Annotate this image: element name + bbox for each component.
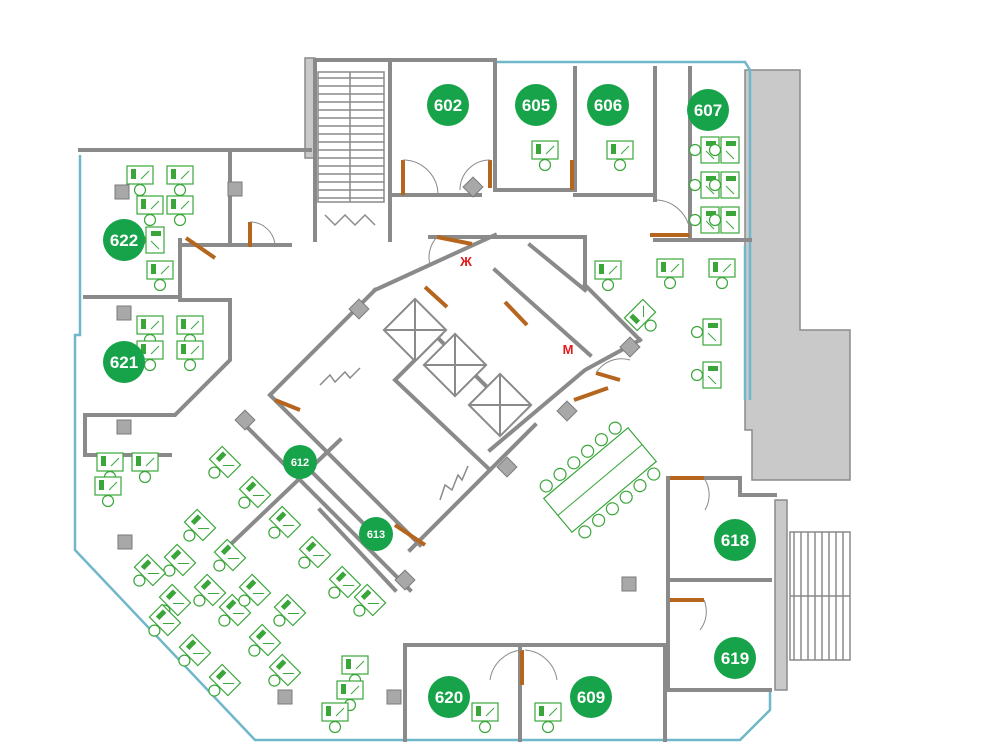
- workstation: [148, 603, 182, 637]
- workstation: [163, 543, 197, 577]
- furniture-layer: [94, 136, 740, 734]
- workstation: [298, 535, 332, 569]
- workstation: [136, 195, 164, 227]
- workstation: [656, 258, 684, 290]
- room-badge-606[interactable]: 606: [587, 84, 629, 126]
- workstation: [208, 445, 242, 479]
- room-label-621: 621: [110, 353, 138, 372]
- room-badge-622[interactable]: 622: [103, 219, 145, 261]
- room-badge-605[interactable]: 605: [515, 84, 557, 126]
- workstation: [353, 583, 387, 617]
- room-badge-602[interactable]: 602: [427, 84, 469, 126]
- room-badge-612[interactable]: 612: [283, 445, 317, 479]
- workstation: [708, 258, 736, 290]
- workstation: [193, 573, 227, 607]
- stairs-top: [317, 71, 385, 203]
- workstation: [534, 702, 562, 734]
- room-label-607: 607: [694, 101, 722, 120]
- meeting-table-cluster: [539, 421, 661, 539]
- room-label-606: 606: [594, 96, 622, 115]
- workstation: [708, 136, 740, 164]
- workstation: [136, 315, 164, 347]
- room-badge-620[interactable]: 620: [428, 676, 470, 718]
- sliding-doors: [319, 213, 469, 501]
- room-badges: 602 605 606 607 622 621 612 613: [103, 84, 756, 718]
- workstation: [531, 140, 559, 172]
- workstation: [708, 171, 740, 199]
- workstation: [126, 165, 154, 197]
- workstation: [273, 593, 307, 627]
- workstation: [248, 623, 282, 657]
- workstation: [218, 593, 252, 627]
- workstation: [594, 260, 622, 292]
- workstation: [94, 476, 122, 508]
- room-badge-619[interactable]: 619: [714, 637, 756, 679]
- workstation: [471, 702, 499, 734]
- workstation: [690, 361, 722, 389]
- columns: [114, 176, 641, 705]
- workstation: [146, 260, 174, 292]
- restroom-female-mark: Ж: [459, 254, 472, 269]
- room-label-620: 620: [435, 688, 463, 707]
- stairs-right: [789, 531, 851, 661]
- workstation: [131, 452, 159, 484]
- elevator-shafts: [382, 297, 533, 438]
- room-badge-609[interactable]: 609: [570, 676, 612, 718]
- room-badge-621[interactable]: 621: [103, 341, 145, 383]
- workstation: [208, 663, 242, 697]
- workstation: [133, 553, 167, 587]
- workstation: [321, 702, 349, 734]
- restroom-marks: Ж М: [459, 254, 573, 357]
- room-label-619: 619: [721, 649, 749, 668]
- workstation: [213, 538, 247, 572]
- workstation: [176, 340, 204, 372]
- room-label-613: 613: [367, 529, 385, 541]
- room-label-609: 609: [577, 688, 605, 707]
- room-label-602: 602: [434, 96, 462, 115]
- room-label-622: 622: [110, 231, 138, 250]
- room-badge-618[interactable]: 618: [714, 519, 756, 561]
- workstation: [178, 633, 212, 667]
- room-label-605: 605: [522, 96, 550, 115]
- restroom-male-mark: М: [563, 342, 574, 357]
- room-label-618: 618: [721, 531, 749, 550]
- workstation: [328, 565, 362, 599]
- workstation: [708, 206, 740, 234]
- doors: [184, 159, 710, 685]
- room-label-612: 612: [291, 457, 309, 469]
- workstation: [268, 505, 302, 539]
- workstation: [623, 298, 657, 332]
- workstation: [183, 508, 217, 542]
- interior-walls: [78, 58, 777, 742]
- workstation: [166, 195, 194, 227]
- window-line: [73, 60, 772, 742]
- workstation: [268, 653, 302, 687]
- room-badge-607[interactable]: 607: [687, 89, 729, 131]
- workstation: [606, 140, 634, 172]
- workstation: [690, 318, 722, 346]
- workstation: [238, 573, 272, 607]
- workstation: [238, 475, 272, 509]
- workstation: [166, 165, 194, 197]
- room-badge-613[interactable]: 613: [359, 517, 393, 551]
